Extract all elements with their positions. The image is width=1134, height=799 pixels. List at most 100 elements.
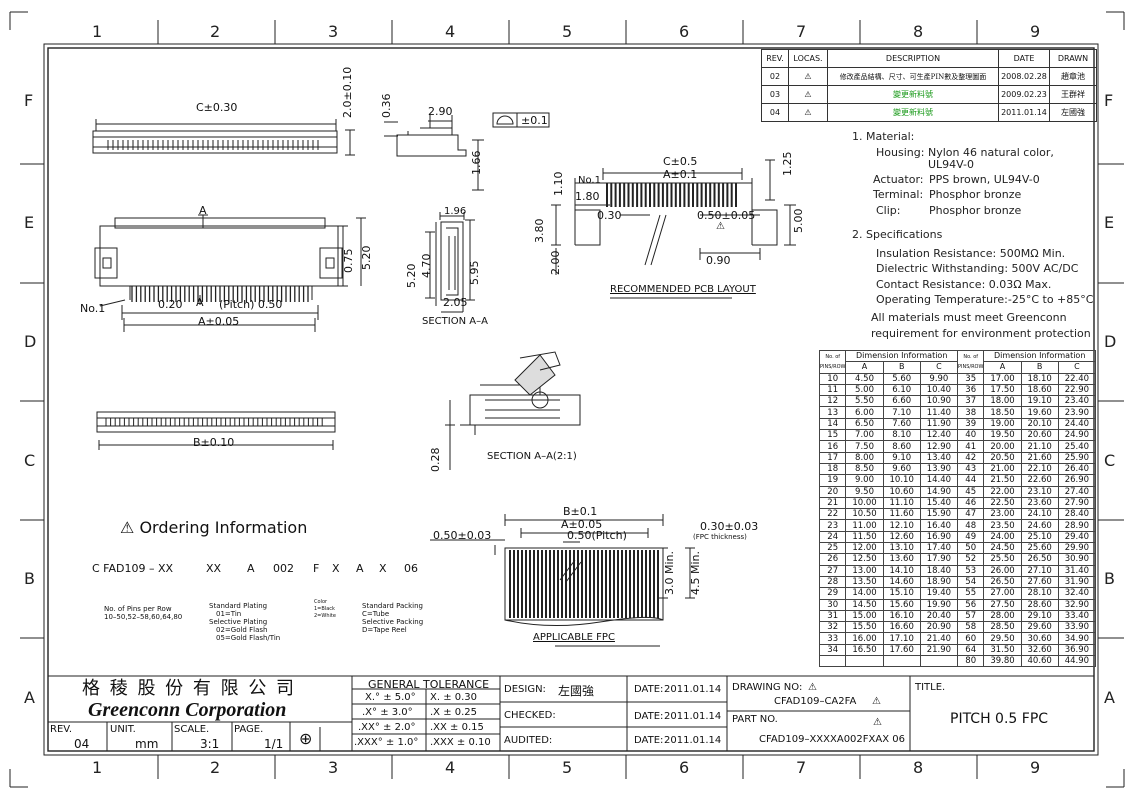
dim-cell: 7.50 [845,440,884,453]
dim-cell: 9.00 [845,474,884,487]
section-aa-label: SECTION A–A [422,316,488,327]
zone-col-3-bottom: 3 [328,758,339,777]
dim-cell: 21.10 [1020,440,1059,453]
ordering-revision-icon: ⚠ [120,518,135,537]
env-note-2: requirement for environment protection [871,327,1091,340]
dim-cell: 10.10 [882,474,921,487]
dim-cell: 16.00 [845,632,884,645]
pins-cell: 11 [818,383,847,397]
dim-cell: 5.60 [882,372,921,385]
dim-cell: 22.90 [1057,383,1097,397]
zone-row-c-right: C [1104,451,1116,470]
zone-row-b-right: B [1104,569,1115,588]
housing-value-2: UL94V-0 [928,158,975,171]
rev-cell: 03 [761,85,789,104]
pin-one-label: No.1 [80,302,106,315]
pins-cell: 17 [818,451,847,464]
pins-cell: 35 [956,372,985,385]
drawing-no-label: DRAWING NO: [732,682,803,693]
dim-cell: 31.90 [1057,575,1097,589]
zone-col-7-bottom: 7 [796,758,807,777]
dim-028: 0.28 [429,447,442,473]
dim-cell: 4.50 [845,372,884,385]
pcb-180: 1.80 [575,190,600,203]
dim-cell: 14.90 [919,485,958,498]
date-cell: 2011.01.14 [998,103,1050,122]
zone-row-f: F [24,91,34,110]
zone-row-a-right: A [1104,688,1115,707]
pins-cell: 29 [818,587,847,600]
unit-value: mm [135,737,159,751]
fpc-30-label: 3.0 Min. [663,550,676,595]
dim-cell: 25.90 [1057,451,1097,464]
date-cell: 2009.02.23 [998,85,1050,104]
dim-520b: 5.20 [405,263,418,289]
fpc-title: APPLICABLE FPC [533,632,615,643]
dim-cell: 26.40 [1057,462,1097,476]
pins-cell: 21 [818,496,847,510]
dim-cell: 15.00 [845,609,884,623]
dim-cell: 11.60 [882,508,921,521]
zone-col-5: 5 [562,22,573,41]
pins-cell: 42 [956,451,985,464]
pins-cell: 16 [818,440,847,453]
dim-cell: 10.00 [845,496,884,510]
dim-cell: 6.60 [882,395,921,408]
dim-cell: 8.10 [882,429,921,442]
ordering-plating-sel: Selective Plating [209,618,268,626]
dim-cell: 6.10 [882,383,921,397]
spec-3: Contact Resistance: 0.03Ω Max. [876,278,1052,291]
dim-cell: 20.40 [919,609,958,623]
dim-cell: 11.50 [845,530,884,544]
section-aa-2x-label: SECTION A–A(2:1) [487,451,577,462]
dim-cell: 25.60 [1020,542,1059,555]
rev-cell: 02 [761,67,789,86]
dim-cell: 14.00 [845,587,884,600]
dim-cell: 13.40 [919,451,958,464]
ordering-title: ⚠ Ordering Information [120,520,307,536]
rev-header: REV. [761,49,789,68]
pins-cell: 26 [818,553,847,566]
dim-cell: 10.60 [882,485,921,498]
dim-cell: 24.40 [1057,417,1097,431]
b-dim-label: B±0.10 [193,436,235,449]
dim-cell: 22.10 [1020,462,1059,476]
dim-cell: 23.00 [983,508,1022,521]
fpc-45-label: 4.5 Min. [689,550,702,595]
date-label-1: DATE: [634,684,664,695]
dim-020: 0.20 [158,298,183,311]
dim-cell: 32.40 [1057,587,1097,600]
material-title: 1. Material: [852,130,915,143]
zone-row-a: A [24,688,35,707]
section-mark-a: A [199,204,207,217]
col-b: B [1020,361,1059,374]
zone-col-4-bottom: 4 [445,758,456,777]
top-view-drawing [92,119,355,156]
dim-cell: 30.60 [1020,632,1059,645]
tol-angle-3: .XX° ± 2.0° [358,722,416,733]
dim-cell: 17.90 [919,553,958,566]
dim-cell: 16.90 [919,530,958,544]
locas-header: LOCAS. [788,49,828,68]
dim-cell: 19.40 [919,587,958,600]
revision-triangle-icon: ⚠ [788,67,828,86]
zone-row-e-right: E [1104,213,1115,232]
dim-cell: 21.50 [983,474,1022,487]
pins-cell: 54 [956,575,985,589]
spec-4: Operating Temperature:-25°C to +85°C [876,293,1094,306]
dim-cell: 27.40 [1057,485,1097,498]
dim-cell: 34.90 [1057,632,1097,645]
dim-cell: 7.00 [845,429,884,442]
dimension-table: No. of PINS/ROW Dimension Information No… [818,349,1097,668]
zone-col-4: 4 [445,22,456,41]
ordering-pack-reel: D=Tape Reel [362,626,407,634]
